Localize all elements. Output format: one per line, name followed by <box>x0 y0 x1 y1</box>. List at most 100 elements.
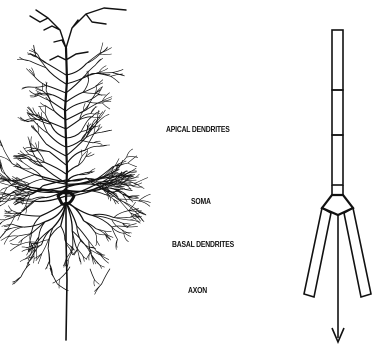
dendrite-segment <box>100 54 112 55</box>
dendrite-segment <box>97 240 100 245</box>
dendrite-segment <box>29 179 43 184</box>
dendrite-segment <box>37 151 49 152</box>
dendrite-segment <box>84 221 96 229</box>
dendrite-segment <box>45 114 51 125</box>
dendrite-segment <box>127 157 138 158</box>
dendrite-segment <box>66 63 87 75</box>
dendrite-segment <box>66 120 80 129</box>
dendrite-segment <box>66 132 81 139</box>
apical-tuft <box>30 8 126 60</box>
dendrite-segment <box>95 284 102 295</box>
dendrite-segment <box>26 205 27 214</box>
dendrite-segment <box>0 205 2 212</box>
dendrite-segment <box>90 269 94 280</box>
dendrite-branches <box>0 43 151 295</box>
dendrite-segment <box>0 222 2 229</box>
dendrite-segment <box>89 253 90 261</box>
dendrite-segment <box>0 156 12 164</box>
dendrite-segment <box>48 226 60 240</box>
dendrite-segment <box>128 163 137 167</box>
dendrite-segment <box>93 143 102 145</box>
dendrite-segment <box>23 162 32 168</box>
dendrite-segment <box>82 255 84 262</box>
dendrite-segment <box>139 194 151 201</box>
dendrite-segment <box>72 231 73 250</box>
dendrite-segment <box>34 256 35 264</box>
dendrite-segment <box>76 247 82 255</box>
dendrite-segment <box>66 76 85 93</box>
dendrite-segment <box>112 69 123 72</box>
dendrite-segment <box>0 182 12 185</box>
dendrite-segment <box>5 216 11 217</box>
dendrite-segment <box>50 268 58 284</box>
compartment-schematic <box>304 30 371 342</box>
dendrite-segment <box>100 130 110 132</box>
apical-trunk <box>65 48 67 200</box>
dendrite-segment <box>22 87 32 89</box>
dendrite-segment <box>46 85 66 93</box>
dendrite-segment <box>51 101 66 111</box>
dendrite-segment <box>0 133 3 147</box>
soma-compartment <box>322 195 353 215</box>
dendrite-segment <box>124 188 131 189</box>
dendrite-segment <box>48 249 49 262</box>
dendrite-segment <box>111 76 120 83</box>
dendrite-segment <box>26 68 34 76</box>
dendrite-segment <box>77 241 81 250</box>
dendrite-segment <box>60 267 70 279</box>
dendrite-segment <box>127 149 133 157</box>
dendrite-segment <box>135 178 148 184</box>
dendrite-segment <box>12 164 35 175</box>
dendrite-segment <box>22 215 41 217</box>
dendrite-segment <box>49 152 66 165</box>
dendrite-segment <box>59 279 60 289</box>
dendrite-segment <box>53 95 66 102</box>
dendrite-segment <box>94 280 99 285</box>
dendrite-segment <box>66 202 72 231</box>
dendrite-segment <box>102 101 111 103</box>
label-soma: SOMA <box>191 197 211 206</box>
axon-line <box>66 200 67 340</box>
dendrite-segment <box>102 269 110 284</box>
dendrite-segment <box>40 107 46 114</box>
dendrite-segment <box>83 92 95 93</box>
dendrite-segment <box>102 103 110 109</box>
dendrite-segment <box>48 133 66 147</box>
dendrite-segment <box>35 77 46 86</box>
dendrite-segment <box>32 85 46 87</box>
dendrite-segment <box>14 277 21 284</box>
dendrite-segment <box>61 226 65 240</box>
dendrite-segment <box>46 68 66 84</box>
dendrite-segment <box>100 43 103 54</box>
dendrite-segment <box>96 240 97 246</box>
basal-compartment-right <box>344 208 371 297</box>
dendrite-segment <box>47 64 66 75</box>
dendrite-segment <box>10 243 20 245</box>
dendrite-segment <box>9 236 18 241</box>
dendrite-segment <box>101 255 109 260</box>
apical-compartment-mid <box>332 90 343 135</box>
dendrite-segment <box>21 202 31 204</box>
label-apical-dendrites: APICAL DENDRITES <box>166 125 230 134</box>
label-axon: AXON <box>188 286 207 295</box>
dendrite-segment <box>27 53 35 56</box>
dendrite-segment <box>38 106 46 107</box>
dendrite-segment <box>27 107 33 114</box>
dendrite-segment <box>94 280 95 287</box>
basal-compartment-left <box>304 208 331 297</box>
dendrite-segment <box>114 211 129 218</box>
dendrite-segment <box>10 245 20 251</box>
dendrite-segment <box>1 236 10 241</box>
dendrite-segment <box>21 264 30 277</box>
apical-compartment-low <box>332 135 343 185</box>
apical-compartment-top <box>332 30 343 90</box>
dendrite-segment <box>44 162 66 174</box>
dendrite-segment <box>91 106 96 113</box>
dendrite-segment <box>31 222 45 234</box>
dendrite-segment <box>66 92 83 102</box>
dendrite-segment <box>66 150 85 165</box>
dendrite-segment <box>8 206 12 211</box>
dendrite-segment <box>66 140 81 147</box>
